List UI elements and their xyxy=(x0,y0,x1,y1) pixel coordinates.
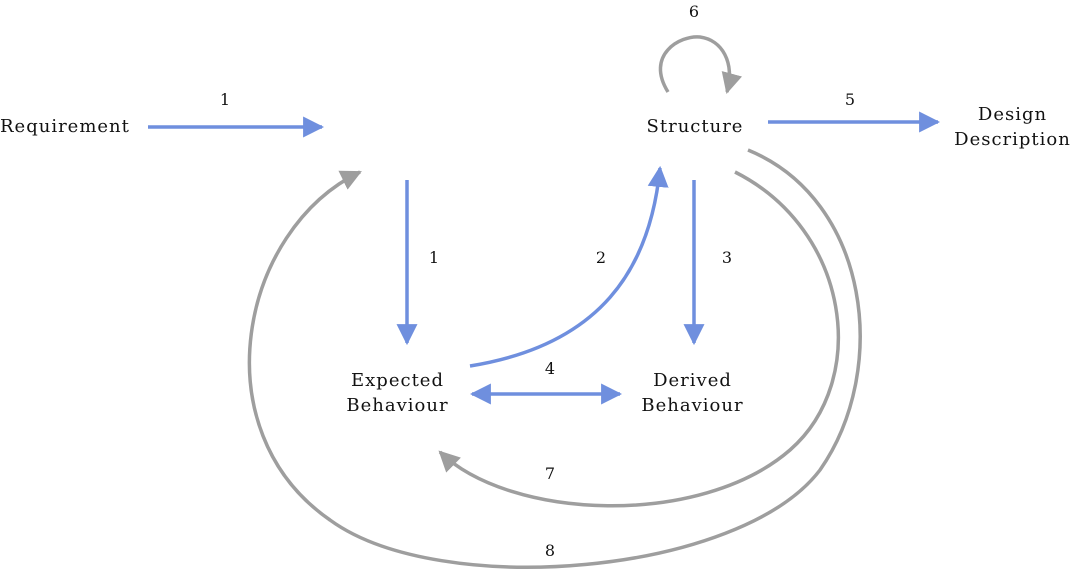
label-edge-8: 8 xyxy=(544,541,556,560)
label-edge-3: 3 xyxy=(721,248,733,267)
label-edge-6: 6 xyxy=(688,2,700,21)
arrow-structure-to-expected-behaviour xyxy=(438,170,841,508)
arrow-structure-self-loop xyxy=(658,35,743,95)
label-edge-1-requirement: 1 xyxy=(219,90,231,109)
label-edge-5: 5 xyxy=(844,90,856,109)
node-derived-line2: Behaviour xyxy=(641,395,744,416)
node-structure: Structure xyxy=(646,116,744,137)
node-expected-line1: Expected xyxy=(351,370,444,391)
arrow-expected-behaviour-to-structure xyxy=(469,165,669,368)
node-derived-behaviour: Derived Behaviour xyxy=(630,368,755,418)
node-derived-line1: Derived xyxy=(653,370,732,391)
node-design-line1: Design xyxy=(977,104,1048,125)
node-design-description: Design Description xyxy=(945,102,1080,152)
node-requirement: Requirement xyxy=(0,116,130,137)
node-expected-behaviour: Expected Behaviour xyxy=(335,368,460,418)
node-expected-line2: Behaviour xyxy=(346,395,449,416)
label-edge-2: 2 xyxy=(595,248,607,267)
node-design-line2: Description xyxy=(954,129,1071,150)
label-edge-1-expected: 1 xyxy=(428,248,440,267)
label-edge-7: 7 xyxy=(544,464,556,483)
arrow-structure-to-function xyxy=(247,148,862,569)
label-edge-4: 4 xyxy=(544,359,556,378)
